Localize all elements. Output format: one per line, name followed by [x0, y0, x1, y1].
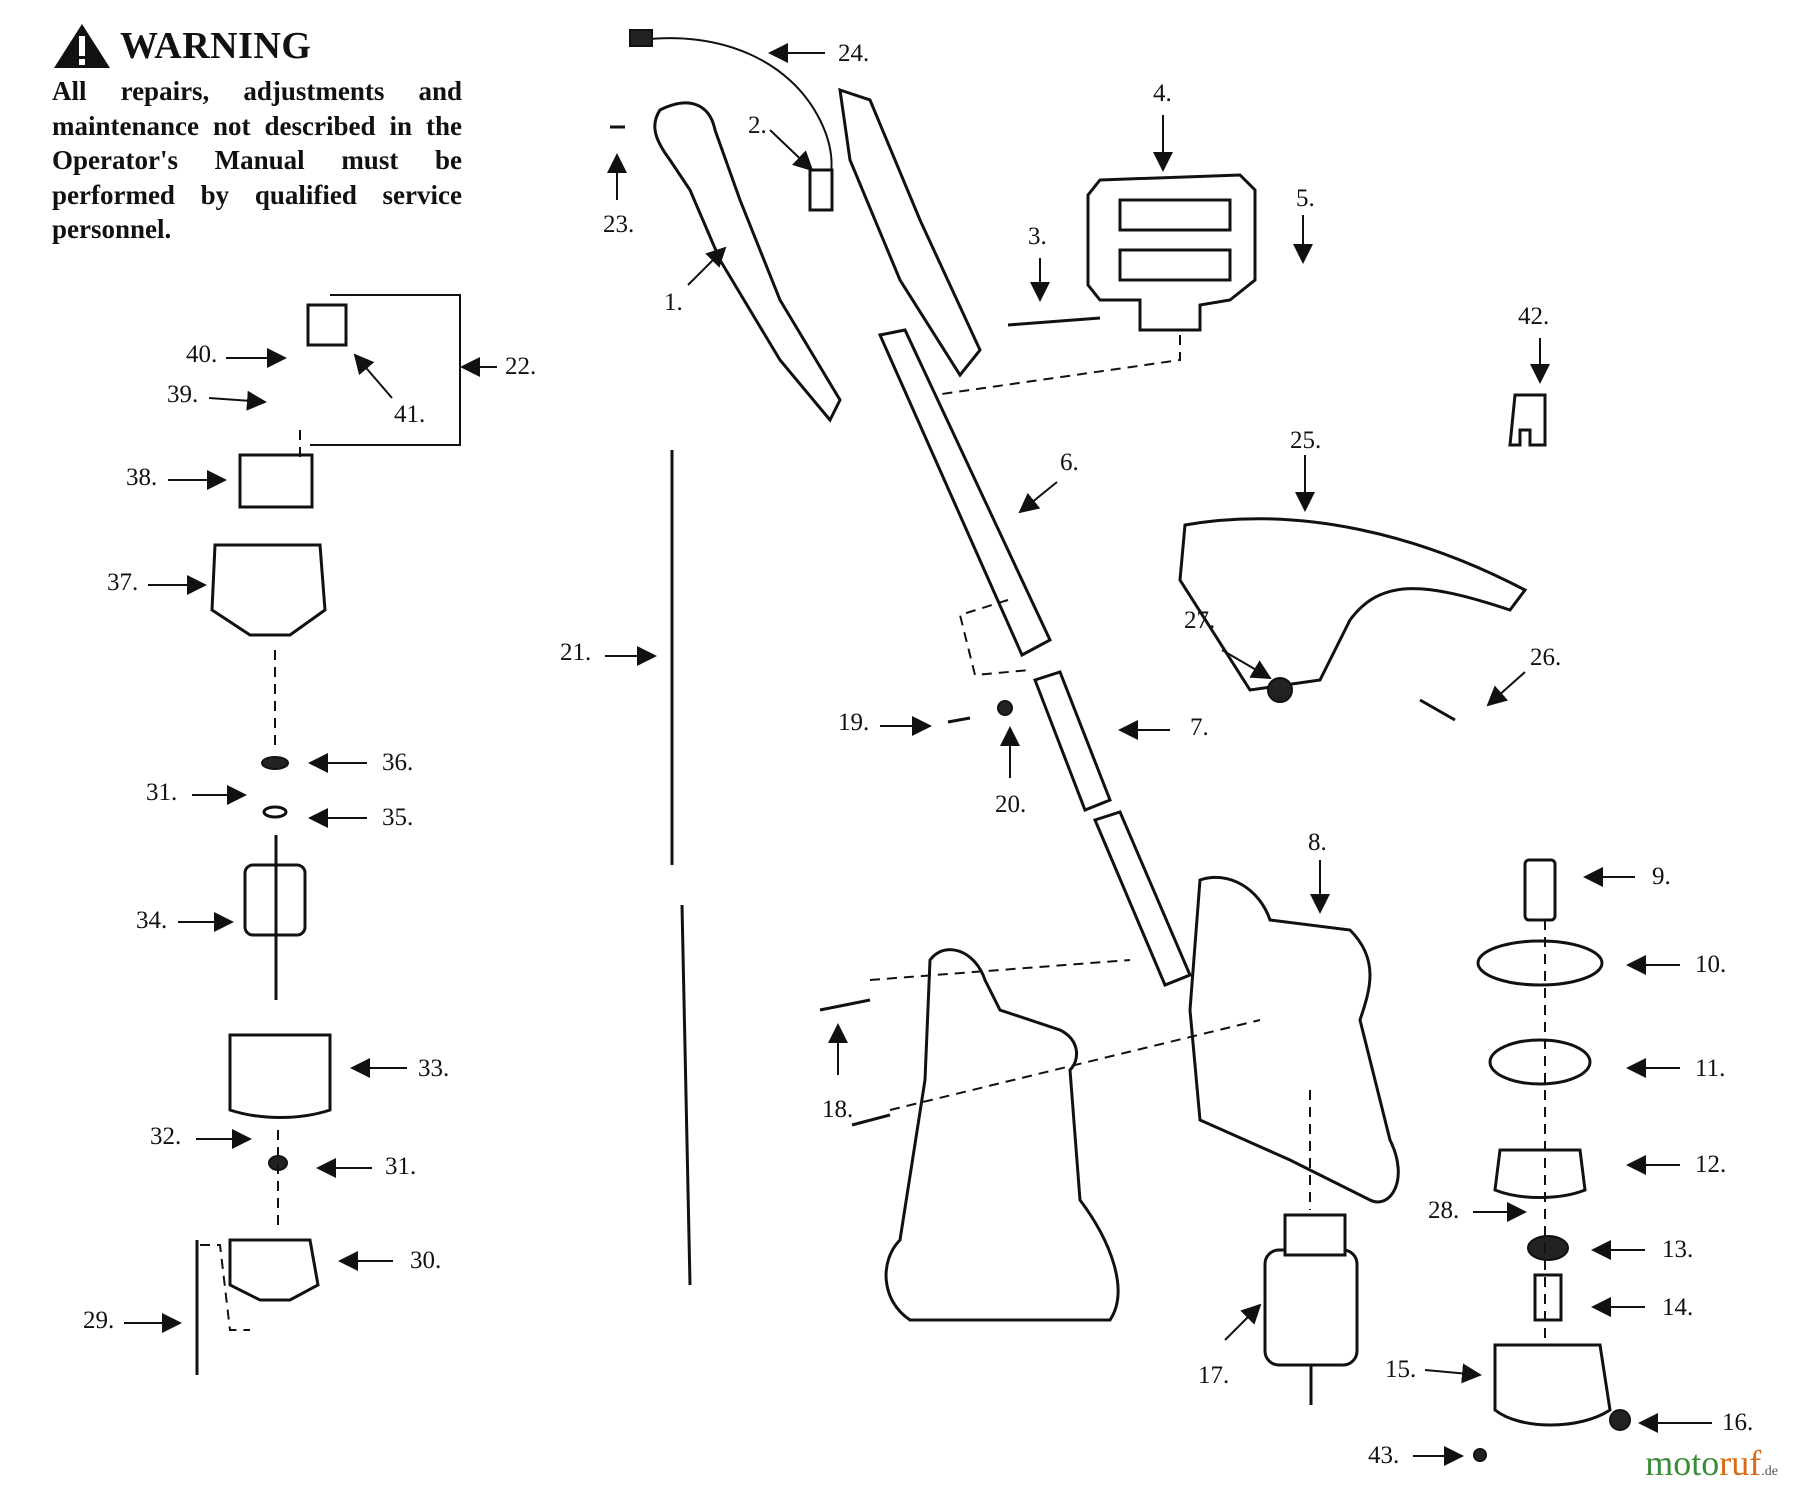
- nut-20: [997, 700, 1013, 716]
- field-can-33: [228, 1033, 332, 1119]
- shield-nut: [1267, 677, 1293, 703]
- fan-10: [1476, 939, 1604, 987]
- screw-3: [1007, 316, 1101, 327]
- callout-36: 36.: [382, 749, 413, 776]
- callout-31b: 31.: [385, 1153, 416, 1180]
- brand-watermark: motoruf.de: [1645, 1442, 1778, 1484]
- spring-cap-13: [1527, 1235, 1569, 1261]
- callout-29: 29.: [83, 1307, 114, 1334]
- callout-19: 19.: [838, 709, 869, 736]
- motor-can: [1263, 1248, 1359, 1367]
- switch: [808, 168, 834, 212]
- callout-35: 35.: [382, 804, 413, 831]
- warning-body: All repairs, adjustments and maintenance…: [52, 76, 462, 244]
- callout-40: 40.: [186, 341, 217, 368]
- callout-10: 10.: [1695, 951, 1726, 978]
- callout-43: 43.: [1368, 1442, 1399, 1469]
- callout-42: 42.: [1518, 303, 1549, 330]
- line-clip: [1508, 393, 1547, 447]
- nut-9: [1523, 858, 1557, 922]
- brand-suffix: .de: [1761, 1464, 1778, 1479]
- bump-knob-16: [1609, 1409, 1631, 1431]
- spool-housing-15: [1493, 1343, 1612, 1427]
- warning-triangle-icon: [54, 24, 110, 68]
- parts-drawing: [195, 29, 1631, 1462]
- callout-28: 28.: [1428, 1197, 1459, 1224]
- callout-9: 9.: [1652, 863, 1671, 890]
- brush-holder-38: [238, 453, 314, 509]
- callout-26: 26.: [1530, 644, 1561, 671]
- shaft-coupler: [1033, 670, 1112, 812]
- callout-18: 18.: [822, 1096, 853, 1123]
- end-bell-37: [210, 543, 327, 637]
- callout-17: 17.: [1198, 1362, 1229, 1389]
- callout-23: 23.: [603, 211, 634, 238]
- shield-screw: [1419, 698, 1456, 722]
- callout-31a: 31.: [146, 779, 177, 806]
- upper-shaft: [877, 328, 1052, 658]
- callout-5: 5.: [1296, 185, 1315, 212]
- guard-slot-1: [1118, 198, 1232, 232]
- screw-43: [1473, 1448, 1487, 1462]
- callout-34: 34.: [136, 907, 167, 934]
- washer-36: [261, 756, 289, 770]
- callout-38: 38.: [126, 464, 157, 491]
- brand-part-1: moto: [1645, 1443, 1720, 1483]
- screw-19: [947, 716, 971, 724]
- cord-plug: [629, 29, 653, 47]
- callout-7: 7.: [1190, 714, 1209, 741]
- washer-35: [262, 805, 288, 819]
- callout-4: 4.: [1153, 80, 1172, 107]
- callout-8: 8.: [1308, 829, 1327, 856]
- grass-shield: [1178, 517, 1528, 692]
- handle-right-half: [838, 87, 982, 378]
- spool-body-12: [1493, 1148, 1587, 1199]
- warning-box: WARNING All repairs, adjustments and mai…: [52, 22, 462, 247]
- callout-30: 30.: [410, 1247, 441, 1274]
- callout-22: 22.: [505, 353, 536, 380]
- callout-labels: 24. 2. 23. 1. 4. 3. 5. 42. 6. 25. 27. 26…: [83, 40, 1753, 1469]
- motor-housing-right: [1188, 875, 1400, 1204]
- spring-14: [1533, 1273, 1563, 1322]
- guard-slot-2: [1118, 248, 1232, 282]
- callout-12: 12.: [1695, 1151, 1726, 1178]
- callout-39: 39.: [167, 381, 198, 408]
- callout-41: 41.: [394, 401, 425, 428]
- callout-11: 11.: [1695, 1055, 1725, 1082]
- handle-left-half: [653, 101, 842, 423]
- motor-top: [1283, 1213, 1347, 1257]
- screw-18a: [819, 998, 871, 1012]
- assembly-lines: [200, 294, 1546, 1345]
- drive-cable-lower: [680, 904, 692, 1286]
- warning-title-row: WARNING: [52, 22, 462, 70]
- callout-37: 37.: [107, 569, 138, 596]
- callout-21: 21.: [560, 639, 591, 666]
- callout-25: 25.: [1290, 427, 1321, 454]
- callout-16: 16.: [1722, 1409, 1753, 1436]
- callout-13: 13.: [1662, 1236, 1693, 1263]
- spool-11: [1488, 1038, 1592, 1086]
- warning-title: WARNING: [120, 25, 312, 67]
- callout-27: 27.: [1184, 607, 1215, 634]
- callout-14: 14.: [1662, 1294, 1693, 1321]
- end-cap-30: [228, 1238, 320, 1302]
- callout-20: 20.: [995, 791, 1026, 818]
- callout-2: 2.: [748, 112, 767, 139]
- callout-6: 6.: [1060, 449, 1079, 476]
- screw-18b: [851, 1113, 891, 1127]
- motor-housing-left: [884, 948, 1120, 1322]
- switch-assembly-41: [306, 303, 348, 347]
- lower-shaft: [1092, 810, 1192, 987]
- callout-15: 15.: [1385, 1356, 1416, 1383]
- callout-3: 3.: [1028, 223, 1047, 250]
- callout-33: 33.: [418, 1055, 449, 1082]
- brand-part-2: ruf: [1719, 1443, 1762, 1483]
- callout-24: 24.: [838, 40, 869, 67]
- callout-32: 32.: [150, 1123, 181, 1150]
- callout-1: 1.: [664, 289, 683, 316]
